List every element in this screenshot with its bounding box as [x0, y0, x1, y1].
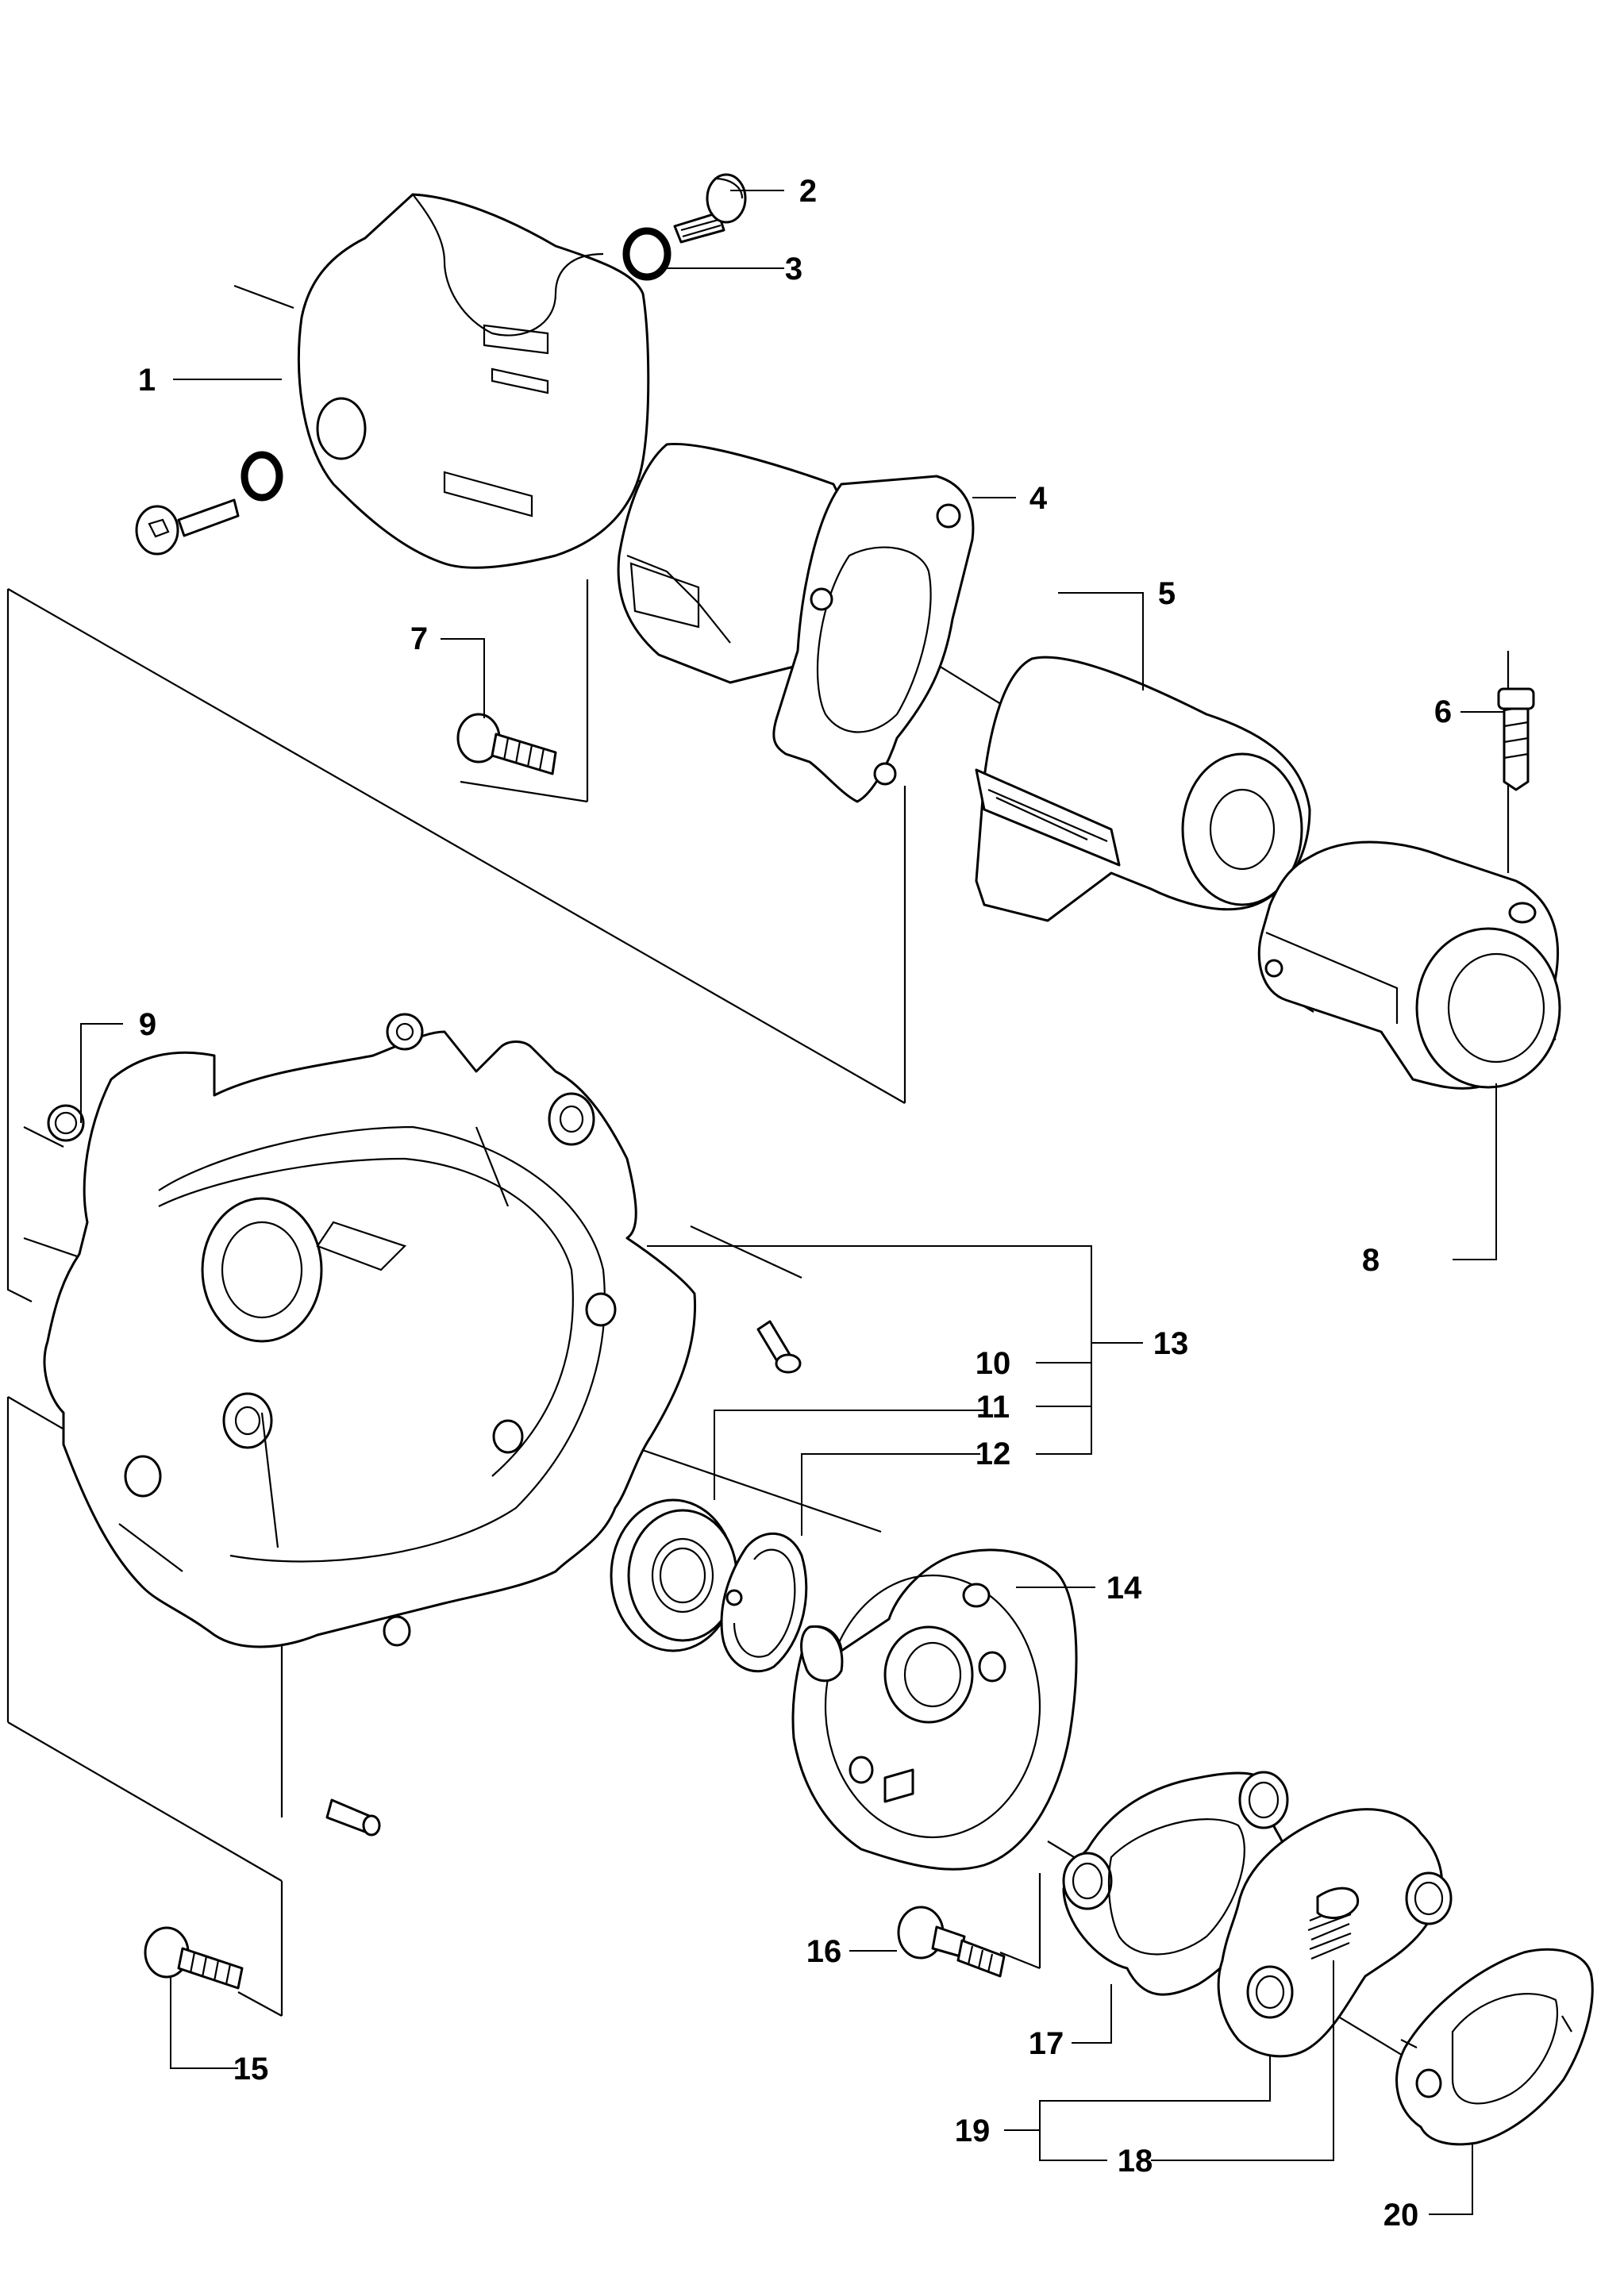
- callout-15: 15: [233, 2052, 269, 2087]
- callout-4: 4: [1029, 481, 1048, 516]
- callout-6: 6: [1434, 694, 1452, 729]
- part-14-clutch-drum: [791, 1548, 1078, 1871]
- callout-10: 10: [976, 1346, 1011, 1381]
- callout-17: 17: [1029, 2026, 1064, 2061]
- part-15-screw: [144, 1926, 244, 1990]
- part-12-circlip: [720, 1532, 808, 1673]
- callout-14: 14: [1106, 1571, 1142, 1606]
- callout-labels: 1 2 3 4 5 6 7 8 9 10 11 12 13 14 15 16 1…: [138, 174, 1452, 2233]
- part-10-pin: [756, 1320, 802, 1374]
- callout-3: 3: [785, 252, 802, 287]
- part-9-retaining-clip: [47, 1104, 85, 1142]
- lower-pin: [325, 1798, 381, 1837]
- callout-leaders: [80, 190, 1504, 2215]
- part-6-cap-screw: [1497, 687, 1535, 791]
- clutch-housing: [43, 1013, 697, 1648]
- callout-9: 9: [139, 1007, 156, 1042]
- part-16-shoulder-screw: [897, 1906, 1006, 1978]
- part-18-spring: [1307, 1887, 1360, 1960]
- callout-5: 5: [1158, 576, 1176, 611]
- part-11-bearing: [610, 1498, 738, 1652]
- part-8-clamp: [1257, 840, 1561, 1090]
- part-3-o-ring: [622, 227, 672, 281]
- callout-13: 13: [1153, 1326, 1189, 1361]
- part-1-housing-cover: [297, 193, 650, 569]
- callout-19: 19: [955, 2114, 991, 2148]
- callout-7: 7: [410, 621, 428, 656]
- callout-2: 2: [799, 174, 817, 209]
- part-5-tube-adapter: [975, 656, 1311, 922]
- callout-12: 12: [976, 1437, 1011, 1471]
- part-20-washer: [1395, 1948, 1594, 2146]
- callout-1: 1: [138, 363, 156, 398]
- callout-8: 8: [1362, 1243, 1380, 1278]
- part-2-screw: [673, 173, 747, 244]
- callout-16: 16: [806, 1934, 842, 1969]
- callout-20: 20: [1383, 2198, 1419, 2233]
- cover-screw-left: [135, 451, 283, 556]
- callout-11: 11: [976, 1390, 1010, 1425]
- part-7-screw: [456, 713, 557, 775]
- callout-18: 18: [1118, 2144, 1153, 2179]
- part-4-flange-housing: [617, 442, 975, 803]
